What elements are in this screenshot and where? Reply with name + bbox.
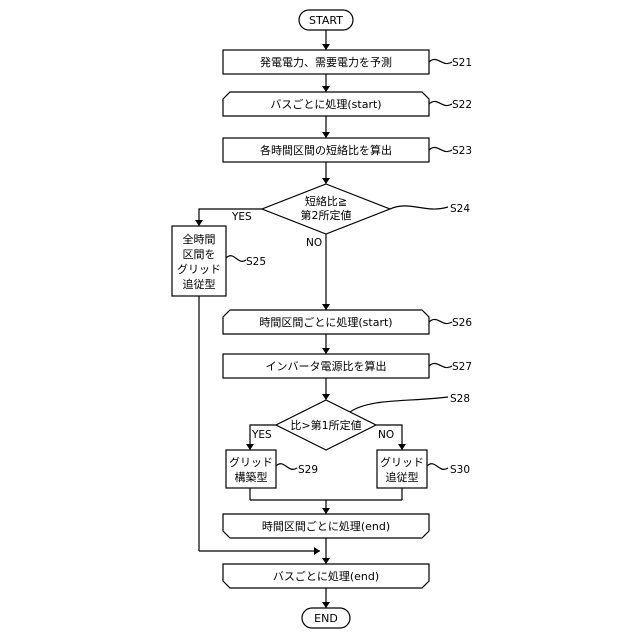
loop-end-inner: 時間区間ごとに処理(end) [223,514,429,538]
end-terminal: END [302,608,350,628]
decision-s24: 短絡比≧ 第2所定値 S24 YES NO [231,184,470,249]
s27-step-id: S27 [452,361,472,373]
loop-end-inner-label: 時間区間ごとに処理(end) [262,519,390,533]
start-terminal: START [299,10,353,30]
s29-line2: 構築型 [235,470,268,484]
s24-line1: 短絡比≧ [305,194,347,208]
decision-s28: 比>第1所定値 S28 YES NO [251,393,470,450]
s25-line4: 追従型 [183,277,216,291]
step-s23: 各時間区間の短絡比を算出 S23 [223,138,472,162]
s24-line2: 第2所定値 [301,208,352,222]
step-s27: インバータ電源比を算出 S27 [223,354,472,378]
s25-line1: 全時間 [183,232,216,246]
s21-label: 発電電力、需要電力を予測 [260,55,392,69]
s25-step-id: S25 [246,256,266,268]
s28-label: 比>第1所定値 [290,418,361,432]
s28-yes-label: YES [251,429,272,441]
step-s26: 時間区間ごとに処理(start) S26 [223,310,472,334]
s26-step-id: S26 [452,317,472,329]
s25-line3: グリッド [177,262,221,276]
step-s21: 発電電力、需要電力を予測 S21 [223,50,472,74]
s28-step-id: S28 [450,393,470,405]
s24-no-label: NO [306,237,322,249]
s30-line1: グリッド [380,455,424,469]
end-label: END [314,612,338,625]
s22-step-id: S22 [452,99,472,111]
step-s30: グリッド 追従型 S30 [377,450,470,488]
s21-step-id: S21 [452,57,472,69]
loop-end-outer-label: バスごとに処理(end) [273,569,379,583]
s24-yes-label: YES [231,211,252,223]
start-label: START [309,14,343,27]
s26-label: 時間区間ごとに処理(start) [259,315,392,329]
s25-line2: 区間を [183,248,216,261]
step-s29: グリッド 構築型 S29 [226,450,318,488]
step-s22: バスごとに処理(start) S22 [223,92,472,116]
step-s25: 全時間 区間を グリッド 追従型 S25 [172,226,266,296]
loop-end-outer: バスごとに処理(end) [223,564,429,588]
s22-label: バスごとに処理(start) [270,97,381,111]
s23-step-id: S23 [452,145,472,157]
s29-line1: グリッド [229,455,273,469]
s30-step-id: S30 [450,464,470,476]
s28-no-label: NO [378,429,394,441]
s29-step-id: S29 [298,464,318,476]
s24-step-id: S24 [450,203,470,215]
s23-label: 各時間区間の短絡比を算出 [260,143,392,157]
s30-line2: 追従型 [386,470,419,484]
s27-label: インバータ電源比を算出 [266,359,387,373]
